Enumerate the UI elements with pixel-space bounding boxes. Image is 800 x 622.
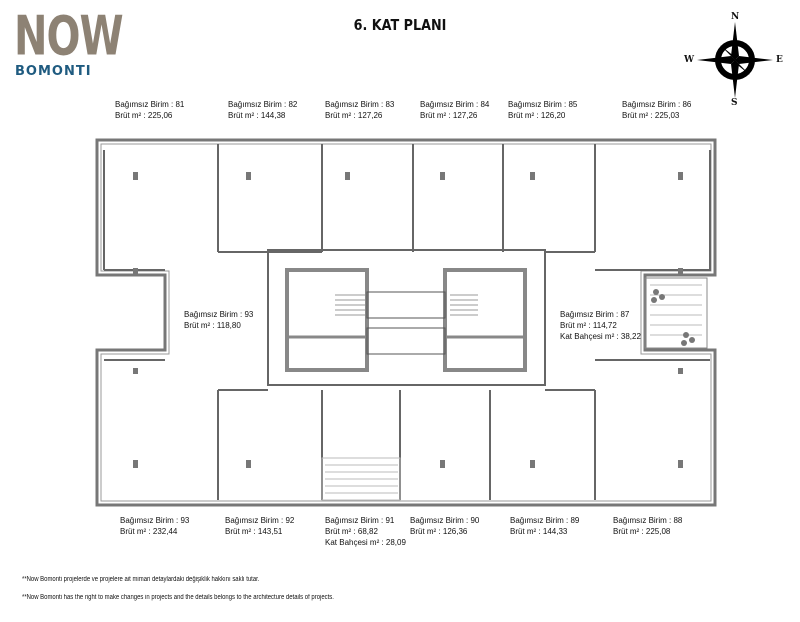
unit-garden-area: Kat Bahçesi m² : 38,22 (560, 332, 641, 341)
unit-label-93-side: Bağımsız Birim : 93 Brüt m² : 118,80 (184, 309, 253, 331)
unit-area: Brüt m² : 144,33 (510, 527, 568, 536)
compass-east: E (776, 55, 783, 65)
unit-label-85: Bağımsız Birim : 85 Brüt m² : 126,20 (508, 99, 577, 121)
unit-number: Bağımsız Birim : 92 (225, 516, 295, 525)
unit-area: Brüt m² : 225,06 (115, 111, 173, 120)
unit-area: Brüt m² : 127,26 (420, 111, 478, 120)
column-markers (133, 172, 695, 468)
unit-area: Brüt m² : 68,82 (325, 527, 378, 536)
unit-number: Bağımsız Birim : 91 (325, 516, 395, 525)
page-title: 6. KAT PLANI (353, 16, 447, 34)
footnote-en: **Now Bomonti has the right to make chan… (22, 594, 334, 601)
unit-number: Bağımsız Birim : 87 (560, 310, 630, 319)
unit-label-89: Bağımsız Birim : 89 Brüt m² : 144,33 (510, 515, 579, 537)
unit-label-90: Bağımsız Birim : 90 Brüt m² : 126,36 (410, 515, 479, 537)
unit-area: Brüt m² : 225,03 (622, 111, 680, 120)
unit-area: Brüt m² : 232,44 (120, 527, 178, 536)
unit-garden-area: Kat Bahçesi m² : 28,09 (325, 538, 406, 547)
unit-number: Bağımsız Birim : 90 (410, 516, 480, 525)
compass-south: S (731, 98, 738, 108)
unit-number: Bağımsız Birim : 89 (510, 516, 580, 525)
unit-area: Brüt m² : 225,08 (613, 527, 671, 536)
unit-area: Brüt m² : 144,38 (228, 111, 286, 120)
unit-area: Brüt m² : 127,26 (325, 111, 383, 120)
compass-rose-icon (697, 22, 773, 98)
unit-label-83: Bağımsız Birim : 83 Brüt m² : 127,26 (325, 99, 394, 121)
unit-label-82: Bağımsız Birim : 82 Brüt m² : 144,38 (228, 99, 297, 121)
unit-area: Brüt m² : 143,51 (225, 527, 283, 536)
compass-north: N (731, 12, 740, 22)
unit-area: Brüt m² : 114,72 (560, 321, 617, 330)
unit-number: Bağımsız Birim : 88 (613, 516, 683, 525)
unit-number: Bağımsız Birim : 82 (228, 100, 298, 109)
logo-bomonti: BOMONTI (15, 64, 92, 79)
unit-label-93: Bağımsız Birim : 93 Brüt m² : 232,44 (120, 515, 189, 537)
unit-label-86: Bağımsız Birim : 86 Brüt m² : 225,03 (622, 99, 691, 121)
unit-label-88: Bağımsız Birim : 88 Brüt m² : 225,08 (613, 515, 682, 537)
bottom-unit-walls (104, 359, 710, 500)
unit-label-84: Bağımsız Birim : 84 Brüt m² : 127,26 (420, 99, 489, 121)
unit-number: Bağımsız Birim : 83 (325, 100, 395, 109)
unit-label-81: Bağımsız Birim : 81 Brüt m² : 225,06 (115, 99, 184, 121)
unit-number: Bağımsız Birim : 86 (622, 100, 692, 109)
unit-number: Bağımsız Birim : 93 (184, 310, 254, 319)
unit-number: Bağımsız Birim : 81 (115, 100, 185, 109)
unit-area: Brüt m² : 126,36 (410, 527, 468, 536)
top-unit-walls (103, 144, 711, 271)
unit-number: Bağımsız Birim : 93 (120, 516, 190, 525)
unit-label-92: Bağımsız Birim : 92 Brüt m² : 143,51 (225, 515, 294, 537)
footnote-tr: **Now Bomonti projelerde ve projelere ai… (22, 576, 260, 583)
compass-west: W (684, 55, 695, 65)
unit-number: Bağımsız Birim : 84 (420, 100, 490, 109)
logo-now: NOW (14, 5, 124, 69)
unit-area: Brüt m² : 118,80 (184, 321, 241, 330)
unit-number: Bağımsız Birim : 85 (508, 100, 578, 109)
unit-area: Brüt m² : 126,20 (508, 111, 566, 120)
